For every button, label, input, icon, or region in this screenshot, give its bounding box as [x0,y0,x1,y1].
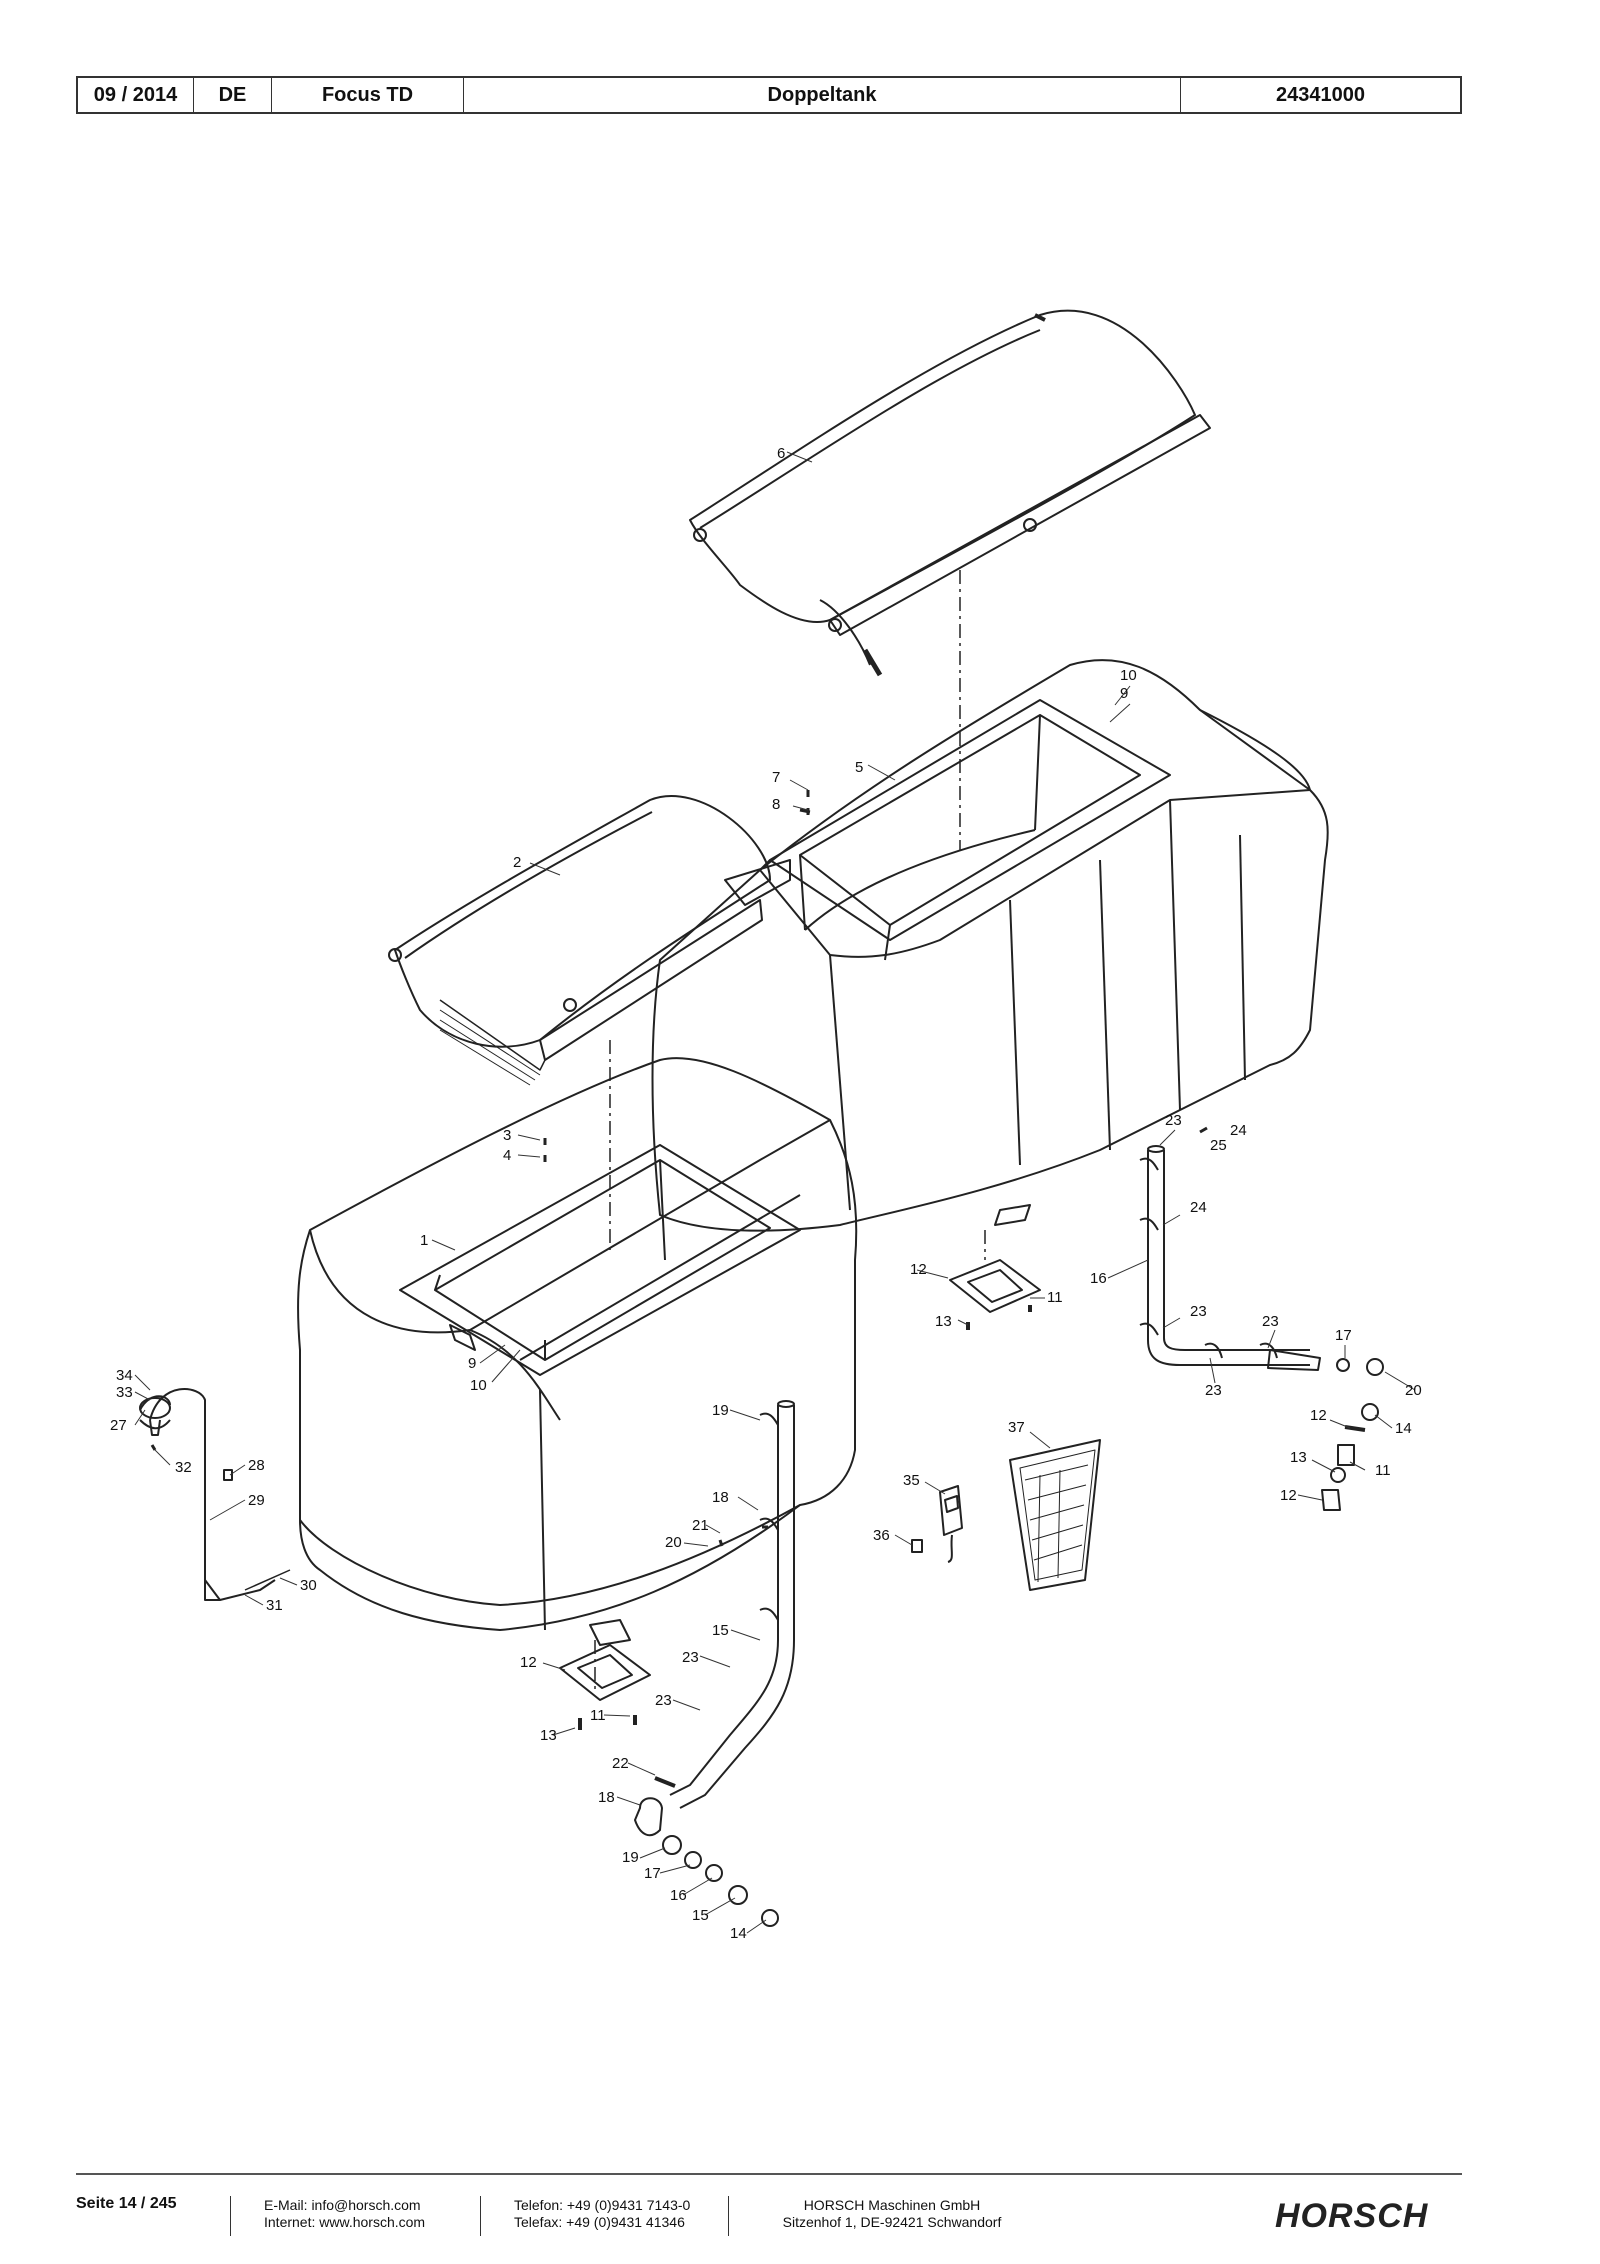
callout-7: 7 [772,769,780,786]
callout-23-rear-d: 23 [1262,1313,1279,1330]
callout-27: 27 [110,1417,127,1434]
callout-17-rear: 12 [1310,1407,1327,1424]
header-date: 09 / 2014 [78,78,194,112]
callout-9-front: 9 [468,1355,476,1372]
footer-email[interactable]: E-Mail: info@horsch.com [264,2197,421,2213]
horsch-logo: HORSCH [1275,2197,1429,2235]
callout-26-front: 21 [692,1517,709,1534]
callout-19-rear: 14 [1395,1420,1412,1437]
callout-6: 6 [777,445,785,462]
footer-address: Sitzenhof 1, DE-92421 Schwandorf [782,2214,1002,2230]
callout-31: 31 [266,1597,283,1614]
footer-separator [480,2196,481,2236]
callout-23-front-b: 23 [682,1649,699,1666]
callout-22-rear: 17 [1335,1327,1352,1344]
callout-32: 32 [175,1459,192,1476]
header-model: Focus TD [272,78,464,112]
callout-22-front: 22 [612,1755,629,1772]
callout-30: 30 [300,1577,317,1594]
callout-25-front: 20 [665,1534,682,1551]
callout-9-rear: 9 [1120,685,1128,702]
footer-company-block: HORSCH Maschinen GmbH Sitzenhof 1, DE-92… [762,2197,1022,2231]
tank-front [297,1057,858,1646]
callout-19-front: 19 [622,1849,639,1866]
footer-separator [230,2196,231,2236]
footer-contact-web: E-Mail: info@horsch.com Internet: www.ho… [264,2197,425,2231]
callout-17-front: 17 [644,1865,661,1882]
callout-3: 3 [503,1127,511,1144]
callout-10-front: 10 [470,1377,487,1394]
callout-18-rear: 20 [1405,1382,1422,1399]
callout-5: 5 [855,759,863,776]
header-title: Doppeltank [464,78,1181,112]
footer-phone: Telefon: +49 (0)9431 7143-0 [514,2197,691,2213]
header-part-number: 24341000 [1276,83,1365,106]
basket [1009,1439,1101,1591]
lid-rear [689,309,1211,677]
callout-23-front-c: 23 [655,1692,672,1709]
footer-company: HORSCH Maschinen GmbH [803,2197,981,2213]
callout-13-rear: 13 [935,1313,952,1330]
callout-23-rear-c: 23 [1205,1382,1222,1399]
scale [939,1485,963,1563]
fittings-front [634,1776,779,1927]
callout-18-front: 18 [598,1789,615,1806]
callout-12-rear: 12 [910,1261,927,1278]
callout-10-rear: 10 [1120,667,1137,684]
callout-15-rear: 13 [1290,1449,1307,1466]
callout-13-front: 13 [540,1727,557,1744]
callout-20: 15 [712,1622,729,1639]
callout-21: 16 [1090,1270,1107,1287]
callout-11-front: 11 [590,1707,606,1724]
footer-page-number: Seite 14 / 245 [76,2195,177,2212]
pipe-front [669,1400,795,1809]
callout-4: 4 [503,1147,511,1164]
callout-16-front: 16 [670,1887,687,1904]
pipe-rear [1139,1145,1384,1511]
footer-contact-phone: Telefon: +49 (0)9431 7143-0 Telefax: +49… [514,2197,690,2231]
callout-23-rear-b: 23 [1190,1303,1207,1320]
footer-rule [76,2173,1462,2175]
callout-1: 1 [420,1232,428,1249]
callout-28: 28 [248,1457,265,1474]
callout-23-rear-a: 23 [1165,1112,1182,1129]
level-sensor [139,1388,291,1601]
callout-25-rear: 24 [1230,1122,1247,1139]
callout-23-front-a: 18 [712,1489,729,1506]
callout-12-front: 12 [520,1654,537,1671]
callout-8: 8 [772,796,780,813]
lid-front [388,795,791,1086]
callout-35: 35 [903,1472,920,1489]
footer-fax: Telefax: +49 (0)9431 41346 [514,2214,685,2230]
callout-34: 34 [116,1367,133,1384]
callout-37: 37 [1008,1419,1025,1436]
footer-separator [728,2196,729,2236]
callout-14-front: 14 [730,1925,747,1942]
footer-internet[interactable]: Internet: www.horsch.com [264,2214,426,2230]
callout-16-rear: 11 [1375,1462,1391,1479]
flange-rear [949,1259,1041,1330]
header-table: 09 / 2014 DE Focus TD Doppeltank 2434100… [76,76,1462,114]
callout-26-rear: 25 [1210,1137,1227,1154]
callout-29: 29 [248,1492,265,1509]
callout-2: 2 [513,854,521,871]
callout-24-front: 19 [712,1402,729,1419]
callout-33: 33 [116,1384,133,1401]
callout-11-rear: 11 [1047,1289,1063,1306]
header-language: DE [194,78,272,112]
callout-24-rear: 24 [1190,1199,1207,1216]
part-36 [911,1539,923,1553]
callout-14-rear: 12 [1280,1487,1297,1504]
callout-36: 36 [873,1527,890,1544]
flange-front [559,1644,651,1730]
callout-15-front: 15 [692,1907,709,1924]
